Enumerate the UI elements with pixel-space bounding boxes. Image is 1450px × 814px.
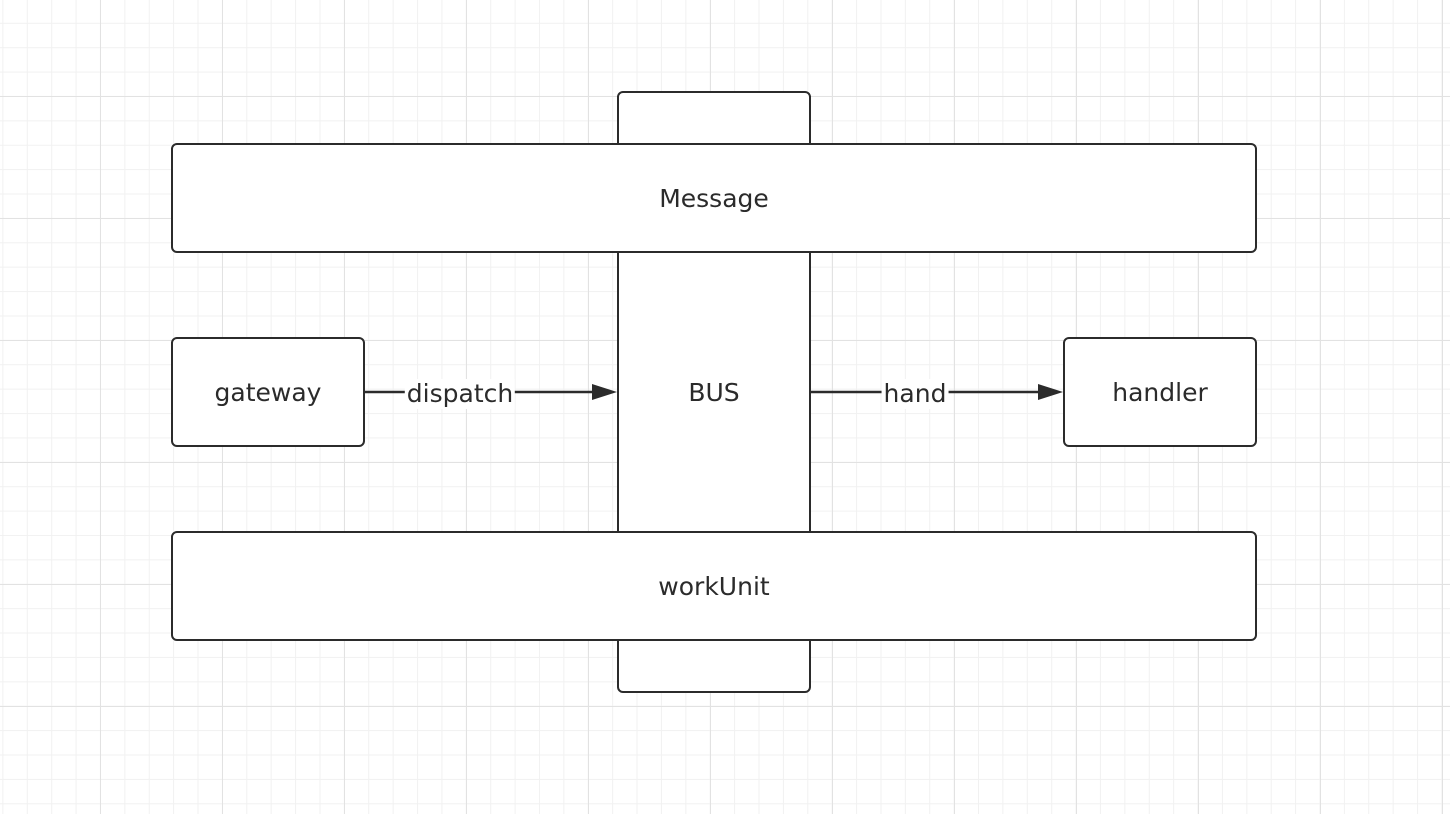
hand-edge-label: hand: [881, 379, 949, 409]
handler-node[interactable]: handler: [1063, 337, 1257, 447]
dispatch-arrowhead-icon: [592, 384, 617, 400]
gateway-label: gateway: [214, 377, 322, 407]
workunit-label: workUnit: [658, 571, 770, 601]
gateway-node[interactable]: gateway: [171, 337, 365, 447]
workunit-node[interactable]: workUnit: [171, 531, 1257, 641]
handler-label: handler: [1112, 377, 1208, 407]
bus-label: BUS: [688, 377, 740, 407]
dispatch-edge-label: dispatch: [404, 379, 516, 409]
hand-arrowhead-icon: [1038, 384, 1063, 400]
message-node[interactable]: Message: [171, 143, 1257, 253]
message-label: Message: [659, 183, 769, 213]
